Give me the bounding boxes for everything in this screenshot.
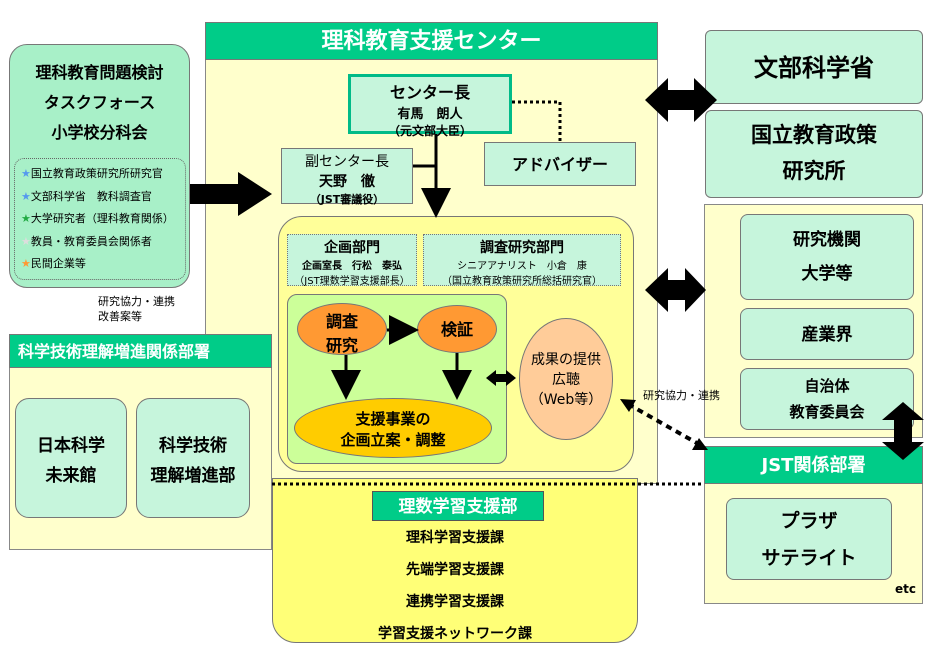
- miraikan-line2: 未来館: [45, 466, 97, 486]
- taskforce-line3: 小学校分科会: [51, 123, 148, 142]
- etc-label: etc: [895, 582, 916, 596]
- director-box: センター長 有馬 朗人 （元文部大臣）: [348, 74, 512, 138]
- vice-director-box: 副センター長 天野 徹 （JST審議役）: [281, 148, 413, 206]
- math-support-title: 理数学習支援部: [372, 491, 544, 521]
- survey-line1: 調査: [325, 312, 358, 331]
- member-row: ★文部科学省 教科調査官: [21, 189, 152, 203]
- results-line1: 成果の提供: [531, 352, 601, 368]
- math-section-1: 理科学習支援課: [406, 530, 504, 546]
- univ-box: 研究機関 大学等: [740, 214, 914, 300]
- note-line1: 研究協力・連携: [98, 295, 175, 308]
- mext-box: 文部科学省: [705, 30, 923, 104]
- miraikan-box: 日本科学 未来館: [15, 398, 127, 518]
- jst-title: JST関係部署: [704, 446, 923, 484]
- nier-line1: 国立教育政策: [751, 123, 877, 147]
- star-icon: ★: [21, 167, 31, 180]
- univ-line2: 大学等: [801, 264, 853, 284]
- taskforce-note: 研究協力・連携 改善案等: [98, 294, 208, 324]
- survey-line2: 研究: [325, 336, 358, 355]
- promotion-line1: 科学技術: [159, 436, 227, 456]
- support-line2: 企画立案・調整: [340, 431, 446, 449]
- process-results-double-arrow: [486, 370, 516, 386]
- planning-line2: （JST理数学習支援部長）: [294, 276, 410, 287]
- jst-arrowhead: [692, 438, 708, 450]
- star-icon: ★: [21, 212, 31, 225]
- results-node: 成果の提供 広聴 （Web等）: [519, 318, 613, 440]
- vice-name: 天野 徹: [319, 174, 375, 190]
- advisor-dotted-line: [512, 100, 562, 142]
- center-mext-double-arrow: [645, 78, 717, 122]
- nier-box: 国立教育政策 研究所: [705, 110, 923, 198]
- member-row: ★民間企業等: [21, 257, 86, 270]
- vice-note: （JST審議役）: [309, 193, 385, 206]
- research-dept: 調査研究部門 シニアアナリスト 小倉 康 （国立教育政策研究所総括研究官）: [423, 234, 621, 287]
- taskforce-line2: タスクフォース: [43, 93, 156, 112]
- star-icon: ★: [21, 234, 31, 248]
- local-line2: 教育委員会: [789, 403, 865, 421]
- industry-box: 産業界: [740, 308, 914, 360]
- advisor-box: アドバイザー: [484, 142, 636, 186]
- math-sections: 理科学習支援課 先端学習支援課 連携学習支援課 学習支援ネットワーク課: [330, 522, 580, 650]
- nier-line2: 研究所: [782, 159, 846, 183]
- support-planning-node: 支援事業の 企画立案・調整: [294, 398, 492, 458]
- promotion-line2: 理解増進部: [150, 466, 236, 486]
- vice-title: 副センター長: [305, 154, 389, 170]
- member-row: ★大学研究者（理科教育関係）: [21, 212, 174, 225]
- research-title: 調査研究部門: [480, 240, 564, 256]
- member-row: ★教員・教育委員会関係者: [21, 234, 152, 248]
- orgs-jst-double-arrow: [882, 402, 924, 460]
- director-name: 有馬 朗人: [397, 107, 463, 122]
- support-line1: 支援事業の: [355, 410, 431, 428]
- local-gov-box: 自治体 教育委員会: [740, 368, 914, 430]
- univ-line1: 研究機関: [793, 230, 861, 250]
- math-section-4: 学習支援ネットワーク課: [378, 626, 532, 642]
- local-line1: 自治体: [804, 377, 850, 395]
- results-line3: （Web等）: [529, 392, 603, 408]
- taskforce-box: [9, 44, 190, 288]
- promotion-box: 科学技術 理解増進部: [136, 398, 250, 518]
- planning-line1: 企画室長 行松 泰弘: [302, 261, 402, 272]
- research-line2: （国立教育政策研究所総括研究官）: [442, 276, 602, 287]
- center-orgs-double-arrow: [645, 268, 706, 312]
- planning-dept: 企画部門 企画室長 行松 泰弘 （JST理数学習支援部長）: [287, 234, 417, 287]
- taskforce-to-center-arrow: [190, 172, 272, 216]
- results-jst-dotted-arrow: [627, 402, 703, 448]
- plaza-line2: サテライト: [761, 547, 857, 569]
- taskforce-title: 理科教育問題検討 タスクフォース 小学校分科会: [9, 58, 190, 148]
- math-section-3: 連携学習支援課: [406, 594, 504, 610]
- director-note: （元文部大臣）: [387, 124, 472, 138]
- research-line1: シニアアナリスト 小倉 康: [457, 261, 587, 272]
- plaza-satellite-box: プラザ サテライト: [726, 498, 892, 580]
- taskforce-members: ★国立教育政策研究所研究官 ★文部科学省 教科調査官 ★大学研究者（理科教育関係…: [14, 158, 186, 280]
- center-title: 理科教育支援センター: [205, 22, 658, 60]
- taskforce-line1: 理科教育問題検討: [35, 63, 164, 82]
- plaza-line1: プラザ: [780, 510, 838, 532]
- planning-title: 企画部門: [324, 240, 380, 256]
- results-arrowhead: [620, 399, 636, 412]
- math-section-2: 先端学習支援課: [406, 562, 504, 578]
- sci-promotion-title: 科学技術理解増進関係部署: [9, 334, 272, 368]
- survey-research-node: 調査 研究: [297, 303, 387, 355]
- star-icon: ★: [21, 257, 31, 270]
- results-line2: 広聴: [552, 372, 580, 388]
- miraikan-line1: 日本科学: [37, 436, 105, 456]
- verify-node: 検証: [417, 305, 497, 353]
- star-icon: ★: [21, 189, 31, 203]
- note-line2: 改善案等: [98, 310, 142, 323]
- director-title: センター長: [389, 83, 470, 102]
- member-row: ★国立教育政策研究所研究官: [21, 167, 163, 180]
- collab-note: 研究協力・連携: [643, 389, 720, 402]
